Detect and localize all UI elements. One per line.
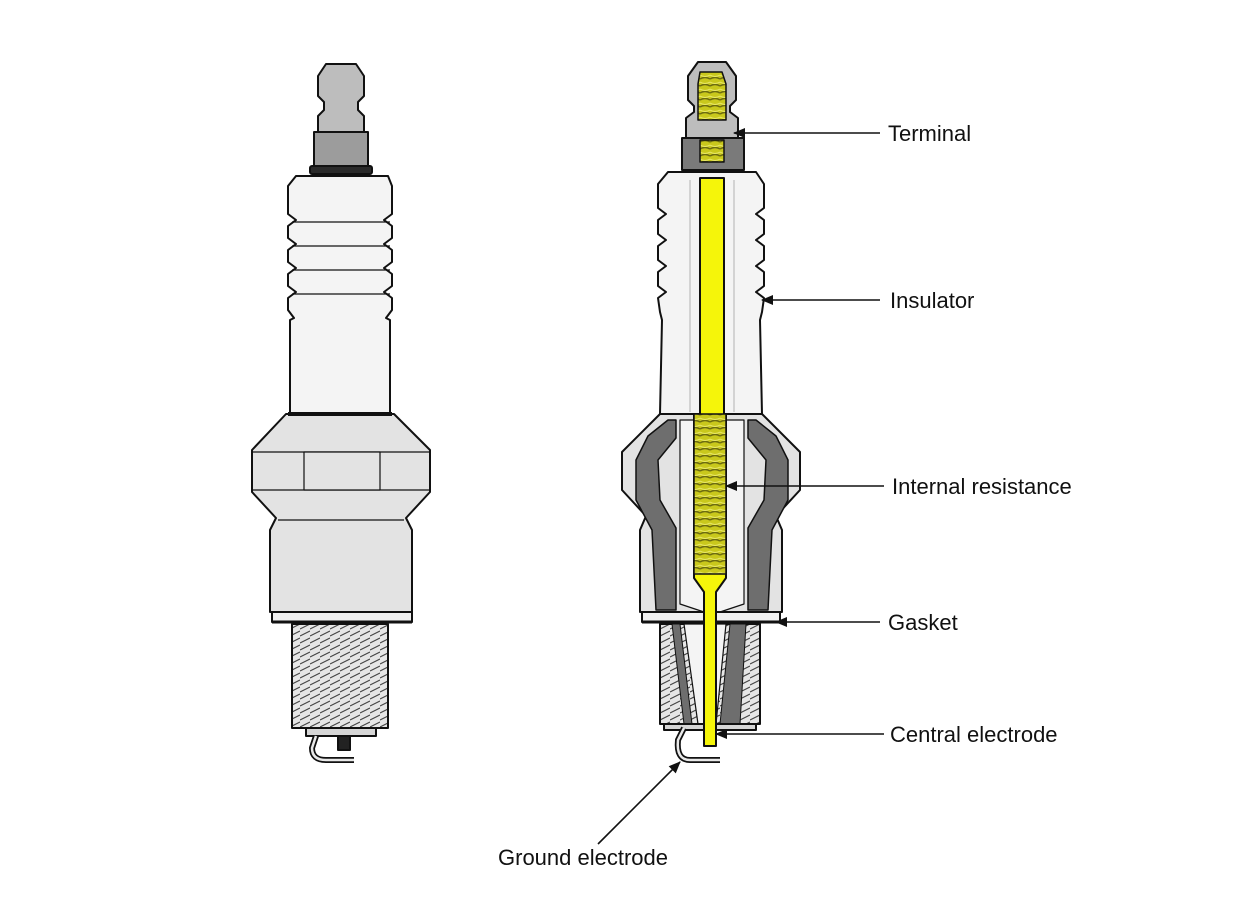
exterior-threads (291, 623, 389, 729)
exterior-terminal (317, 63, 365, 133)
exterior-view (251, 63, 431, 763)
label-insulator: Insulator (890, 288, 975, 313)
label-internal-resistance: Internal resistance (892, 474, 1072, 499)
label-terminal: Terminal (888, 121, 972, 146)
label-gasket: Gasket (888, 610, 958, 635)
leader-ground-electrode (597, 761, 681, 845)
label-ground-electrode: Ground electrode (498, 845, 668, 870)
exterior-shell (251, 413, 431, 613)
exterior-insulator (287, 175, 393, 415)
cutaway-internal-resistance (693, 413, 727, 575)
cutaway-view (621, 61, 801, 763)
callout-leaders (597, 128, 884, 845)
label-central-electrode: Central electrode (890, 722, 1058, 747)
exterior-terminal-base (313, 131, 369, 169)
